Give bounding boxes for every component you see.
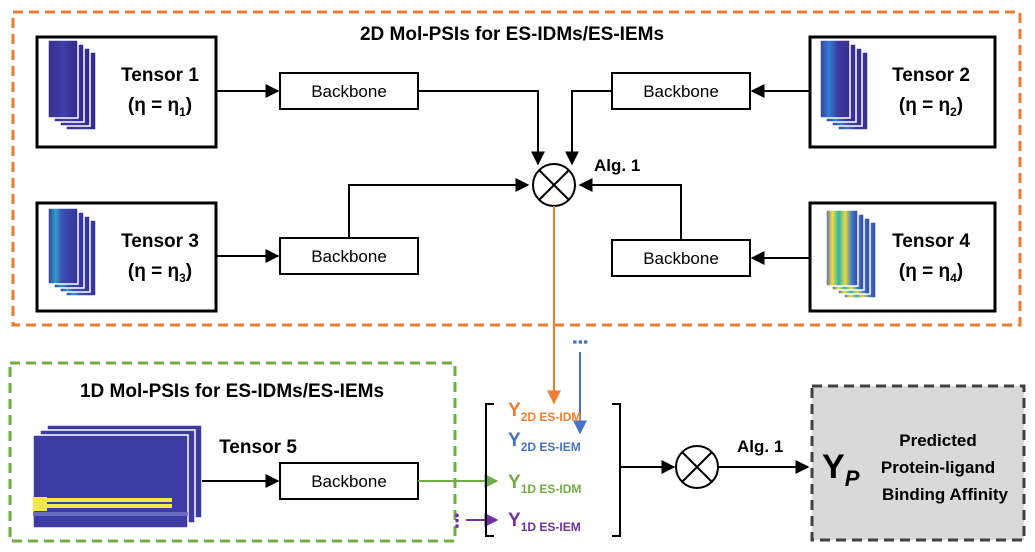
blue-ellipsis: ⋮: [570, 333, 590, 351]
svg-text:Backbone: Backbone: [643, 249, 719, 268]
purple-ellipsis: ⋮: [448, 511, 466, 531]
combiner-2d-icon: [532, 163, 576, 207]
tensor-5-label: Tensor 5: [219, 437, 297, 458]
tensor-4-image: [825, 209, 877, 299]
tensor-5-image: [32, 424, 203, 529]
tensor-1-eta: (η = η1): [128, 95, 192, 119]
tensor-3-image: [47, 207, 97, 297]
svg-text:Backbone: Backbone: [643, 82, 719, 101]
tensor-3-eta: (η = η3): [128, 261, 192, 285]
result-line-2: Protein-ligand: [881, 458, 995, 477]
tensor-3-box: Tensor 3 (η = η3): [35, 201, 218, 313]
vector-bracket-left: [485, 403, 494, 537]
alg-label-2d: Alg. 1: [594, 156, 640, 175]
arrow-bb3-combiner: [348, 178, 530, 238]
result-line-3: Binding Affinity: [882, 485, 1008, 504]
result-box: [810, 384, 1026, 542]
tensor-4-box: Tensor 4 (η = η4): [808, 201, 997, 313]
arrow-bb1-combiner: [418, 90, 545, 166]
group-2d-box: [11, 10, 1022, 327]
tensor-2-box: Tensor 2 (η = η2): [808, 35, 997, 149]
tensor-2-label: Tensor 2: [892, 65, 970, 86]
group-2d-title: 2D Mol-PSIs for ES-IDMs/ES-IEMs: [360, 24, 664, 45]
alg-label-final: Alg. 1: [737, 437, 783, 456]
tensor-4-label: Tensor 4: [892, 231, 970, 252]
combiner-final-icon: [675, 445, 719, 489]
tensor-1-box: Tensor 1 (η = η1): [35, 35, 218, 149]
tensor-1-image: [47, 39, 97, 131]
svg-text:Backbone: Backbone: [311, 247, 387, 266]
svg-text:Backbone: Backbone: [311, 82, 387, 101]
group-1d-title: 1D Mol-PSIs for ES-IDMs/ES-IEMs: [80, 381, 384, 402]
tensor-2-image: [819, 39, 869, 131]
y-2d-es-idm: Y2D ES-IDM: [508, 400, 581, 424]
tensor-1-label: Tensor 1: [121, 65, 199, 86]
tensor-3-label: Tensor 3: [121, 231, 199, 252]
tensor-4-eta: (η = η4): [899, 261, 963, 285]
result-symbol: YP: [822, 448, 860, 491]
backbone-5: Backbone: [279, 462, 419, 500]
backbone-3: Backbone: [279, 237, 419, 275]
svg-text:Backbone: Backbone: [311, 472, 387, 491]
result-line-1: Predicted: [899, 431, 976, 450]
backbone-2: Backbone: [611, 72, 751, 110]
backbone-4: Backbone: [611, 239, 751, 277]
y-2d-es-iem: Y2D ES-IEM: [508, 430, 581, 454]
y-1d-es-iem: Y1D ES-IEM: [508, 510, 581, 534]
arrow-bb2-combiner: [565, 90, 612, 166]
arrow-bb4-combiner: [578, 178, 682, 240]
backbone-1: Backbone: [279, 72, 419, 110]
group-1d-box: [8, 361, 457, 543]
vector-bracket-right: [612, 403, 621, 537]
tensor-2-eta: (η = η2): [899, 95, 963, 119]
y-1d-es-idm: Y1D ES-IDM: [508, 472, 581, 496]
